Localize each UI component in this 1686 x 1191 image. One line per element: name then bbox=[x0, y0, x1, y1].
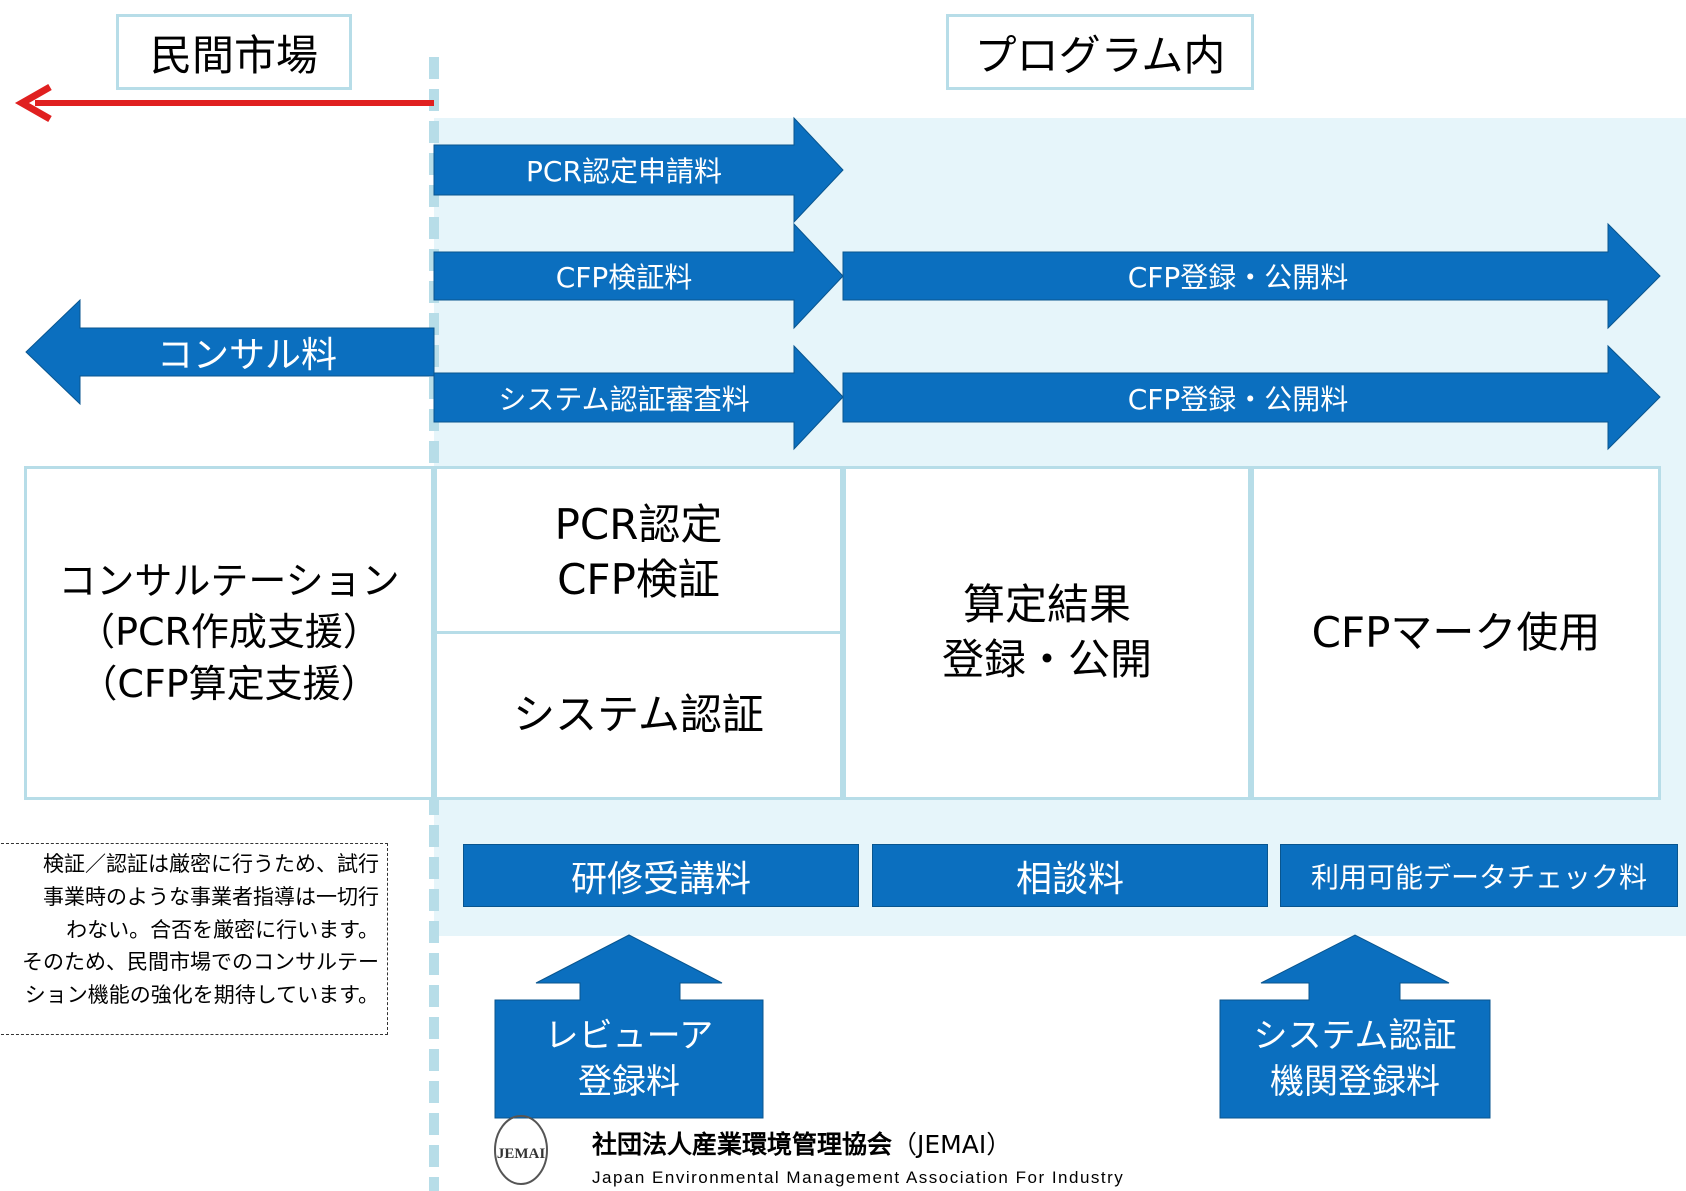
consult-fee-arrow-label: コンサル料 bbox=[156, 335, 337, 376]
jemai-emblem bbox=[494, 1115, 548, 1185]
system-cert-cell: システム認証 bbox=[434, 631, 843, 800]
results-line-1: 算定結果 bbox=[962, 580, 1131, 630]
training-fee-box: 研修受講料 bbox=[463, 844, 859, 907]
mark-use-cell: CFPマーク使用 bbox=[1251, 466, 1661, 800]
data-check-fee-box: 利用可能データチェック料 bbox=[1280, 844, 1678, 907]
note-line-2: 事業時のような事業者指導は一切行 bbox=[43, 884, 379, 909]
system-cert-text: システム認証 bbox=[513, 690, 764, 740]
results-line-2: 登録・公開 bbox=[941, 635, 1152, 684]
org-abbr: （JEMAI） bbox=[892, 1130, 1012, 1159]
consulting-line-2: （PCR作成支援） bbox=[77, 610, 381, 655]
cfp-verify-fee-arrow bbox=[433, 222, 844, 330]
consulting-cell: コンサルテーション （PCR作成支援） （CFP算定支援） bbox=[24, 466, 434, 800]
system-cert-fee-arrow-label: システム認証審査料 bbox=[498, 382, 750, 416]
cfp-register-fee-arrow-label-2: CFP登録・公開料 bbox=[1127, 382, 1349, 416]
consulting-line-3: （CFP算定支援） bbox=[79, 661, 379, 706]
note-line-1: 検証／認証は厳密に行うため、試行 bbox=[43, 852, 379, 876]
org-name-jp: 社団法人産業環境管理協会 bbox=[592, 1130, 893, 1159]
cfp-register-fee-arrow-2 bbox=[842, 344, 1661, 451]
system-body-upload-arrow bbox=[1219, 934, 1491, 1119]
consulting-line-1: コンサルテーション bbox=[58, 559, 400, 604]
org-name-en: Japan Environmental Management Associati… bbox=[592, 1168, 1125, 1187]
results-cell: 算定結果 登録・公開 bbox=[843, 466, 1251, 800]
note-line-5: ション機能の強化を期待しています。 bbox=[24, 983, 379, 1007]
note-line-3: わない。合否を厳密に行います。 bbox=[66, 917, 379, 942]
pcr-cert-text: PCR認定 bbox=[554, 500, 723, 550]
reviewer-upload-line-2: 登録料 bbox=[578, 1062, 680, 1102]
cfp-register-fee-arrow-label-1: CFP登録・公開料 bbox=[1127, 261, 1349, 294]
cfp-register-fee-arrow-1 bbox=[842, 222, 1661, 330]
system-body-upload-label: システム認証 機関登録料 bbox=[1220, 1002, 1490, 1118]
cfp-verify-text: CFP検証 bbox=[557, 555, 720, 604]
red-arrow-head bbox=[14, 83, 52, 123]
jemai-emblem-text: JEMAI bbox=[497, 1146, 545, 1162]
reviewer-upload-label: レビューア 登録料 bbox=[495, 1002, 763, 1118]
private-market-label: 民間市場 bbox=[116, 14, 352, 90]
reviewer-upload-line-1: レビューア bbox=[544, 1016, 714, 1057]
consultation-fee-box: 相談料 bbox=[872, 844, 1268, 907]
program-label: プログラム内 bbox=[946, 14, 1254, 90]
org-name: 社団法人産業環境管理協会（JEMAI） bbox=[592, 1125, 1011, 1161]
pcr-fee-arrow-label: PCR認定申請料 bbox=[526, 155, 722, 188]
note-line-4: そのため、民間市場でのコンサルテー bbox=[22, 950, 379, 975]
mark-use-text: CFPマーク使用 bbox=[1311, 607, 1601, 657]
system-body-upload-line-2: 機関登録料 bbox=[1270, 1062, 1440, 1102]
pcr-fee-arrow bbox=[433, 116, 844, 224]
private-market-label-text: 民間市場 bbox=[149, 30, 318, 80]
note-box: 検証／認証は厳密に行うため、試行 事業時のような事業者指導は一切行 わない。合否… bbox=[0, 843, 388, 1035]
pcr-cfp-cell: PCR認定 CFP検証 bbox=[434, 466, 843, 634]
reviewer-upload-arrow bbox=[494, 934, 764, 1119]
system-cert-fee-arrow bbox=[433, 344, 844, 451]
system-body-upload-line-1: システム認証 bbox=[1253, 1016, 1457, 1057]
cfp-verify-fee-arrow-label: CFP検証料 bbox=[555, 261, 693, 294]
program-label-text: プログラム内 bbox=[974, 30, 1226, 80]
consult-fee-arrow bbox=[25, 298, 435, 406]
